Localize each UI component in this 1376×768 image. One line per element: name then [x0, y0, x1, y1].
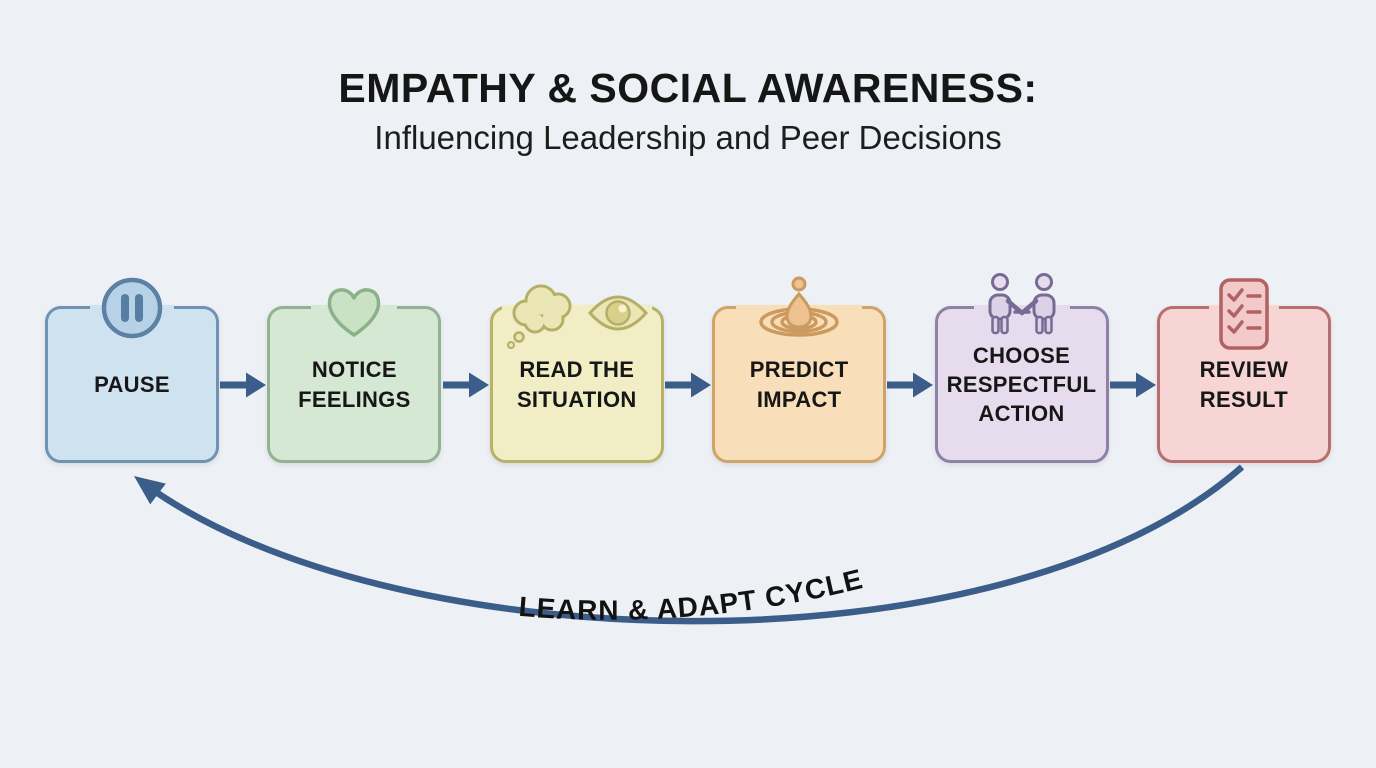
- step-label: REVIEW RESULT: [1199, 357, 1289, 412]
- flow-row: PAUSE NOTICE FEELINGS: [45, 273, 1331, 463]
- flow-arrow-icon: [220, 370, 267, 400]
- thought-bubble-and-eye-icon: [502, 275, 652, 353]
- handshake-icon: [978, 272, 1066, 336]
- step-label: NOTICE FEELINGS: [298, 357, 411, 412]
- pause-icon: [99, 275, 165, 341]
- droplet-ripple-icon: [737, 275, 861, 347]
- step-label: PREDICT IMPACT: [749, 357, 849, 412]
- diagram-header: EMPATHY & SOCIAL AWARENESS: Influencing …: [0, 65, 1376, 157]
- step-box-notice-feelings: NOTICE FEELINGS: [267, 288, 442, 463]
- diagram-subtitle: Influencing Leadership and Peer Decision…: [374, 119, 1002, 157]
- step-label: CHOOSE RESPECTFUL ACTION: [946, 342, 1097, 427]
- flow-arrow-icon: [664, 370, 711, 400]
- flow-arrow-icon: [1109, 370, 1156, 400]
- heart-icon: [319, 279, 389, 341]
- cycle-curve: [133, 464, 1245, 625]
- step-label: READ THE SITUATION: [516, 357, 637, 412]
- thought-bubble-icon: [506, 284, 572, 349]
- border-gap: [973, 305, 1070, 311]
- step-box-predict-impact: PREDICT IMPACT: [712, 276, 887, 463]
- step-box-choose-respectful-action: CHOOSE RESPECTFUL ACTION: [934, 273, 1109, 463]
- checklist-icon: [1216, 277, 1272, 351]
- flow-arrow-icon: [442, 370, 489, 400]
- step-label: PAUSE: [94, 371, 170, 397]
- border-gap: [501, 305, 652, 311]
- cycle-label-text: LEARN & ADAPT CYCLE: [518, 563, 867, 626]
- flow-arrow-icon: [887, 370, 934, 400]
- diagram-title: EMPATHY & SOCIAL AWARENESS:: [338, 65, 1038, 111]
- cycle-label: LEARN & ADAPT CYCLE: [518, 563, 866, 626]
- step-box-pause: PAUSE: [45, 277, 219, 463]
- eye-icon: [587, 295, 648, 331]
- step-box-review-result: REVIEW RESULT: [1156, 278, 1331, 463]
- step-box-read-the-situation: READ THE SITUATION: [489, 284, 664, 463]
